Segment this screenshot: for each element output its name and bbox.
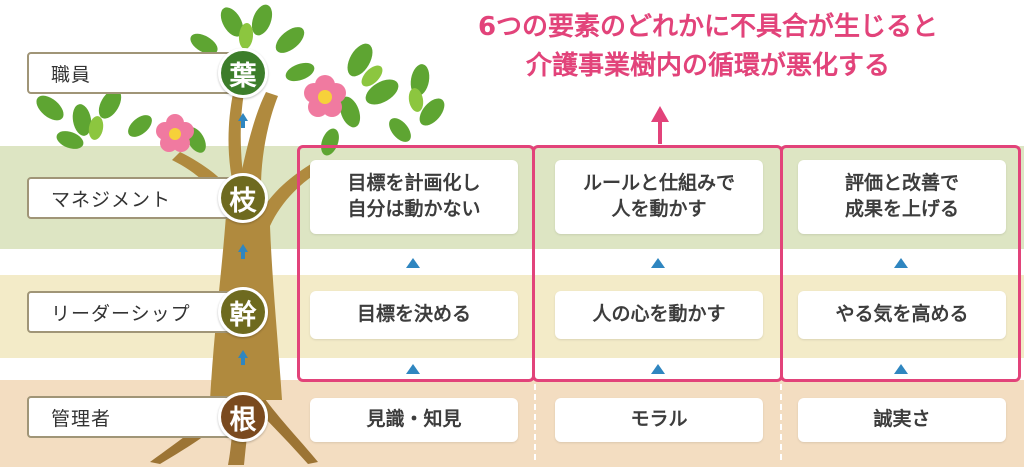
trunk-level-badge: 幹 <box>218 287 268 337</box>
up-triangle-icon <box>406 258 420 268</box>
root-card-3: 誠実さ <box>798 398 1006 442</box>
leadership-card-2: 人の心を動かす <box>555 291 763 339</box>
headline-line-2: 介護事業樹内の循環が悪化する <box>525 51 890 81</box>
management-card-3: 評価と改善で 成果を上げる <box>798 160 1006 234</box>
pink-up-arrow-icon <box>651 106 669 122</box>
role-label-staff: 職員 <box>27 52 247 94</box>
role-label-leadership: リーダーシップ <box>27 291 247 333</box>
up-arrow-icon <box>238 113 248 128</box>
up-triangle-icon <box>894 364 908 374</box>
leaf-level-badge: 葉 <box>218 48 268 98</box>
column-frame-3 <box>780 145 1021 382</box>
up-triangle-icon <box>651 364 665 374</box>
management-card-2: ルールと仕組みで 人を動かす <box>555 160 763 234</box>
headline-line-1: 6つの要素のどれかに不具合が生じると <box>477 12 939 42</box>
up-arrow-icon <box>238 350 248 365</box>
root-card-2: モラル <box>555 398 763 442</box>
management-card-1: 目標を計画化し 自分は動かない <box>310 160 518 234</box>
up-triangle-icon <box>406 364 420 374</box>
column-divider <box>780 384 782 460</box>
column-frame-1 <box>297 145 535 382</box>
root-level-badge: 根 <box>218 392 268 442</box>
role-label-manager: 管理者 <box>27 396 247 438</box>
up-arrow-icon <box>238 244 248 259</box>
headline: 6つの要素のどれかに不具合が生じると 介護事業樹内の循環が悪化する <box>408 8 1008 86</box>
up-triangle-icon <box>651 258 665 268</box>
leadership-card-3: やる気を高める <box>798 291 1006 339</box>
column-frame-2 <box>532 145 783 382</box>
column-divider <box>534 384 536 460</box>
role-label-management: マネジメント <box>27 177 247 219</box>
branch-level-badge: 枝 <box>218 173 268 223</box>
leadership-card-1: 目標を決める <box>310 291 518 339</box>
up-triangle-icon <box>894 258 908 268</box>
root-card-1: 見識・知見 <box>310 398 518 442</box>
pink-arrow-stem <box>658 122 662 144</box>
